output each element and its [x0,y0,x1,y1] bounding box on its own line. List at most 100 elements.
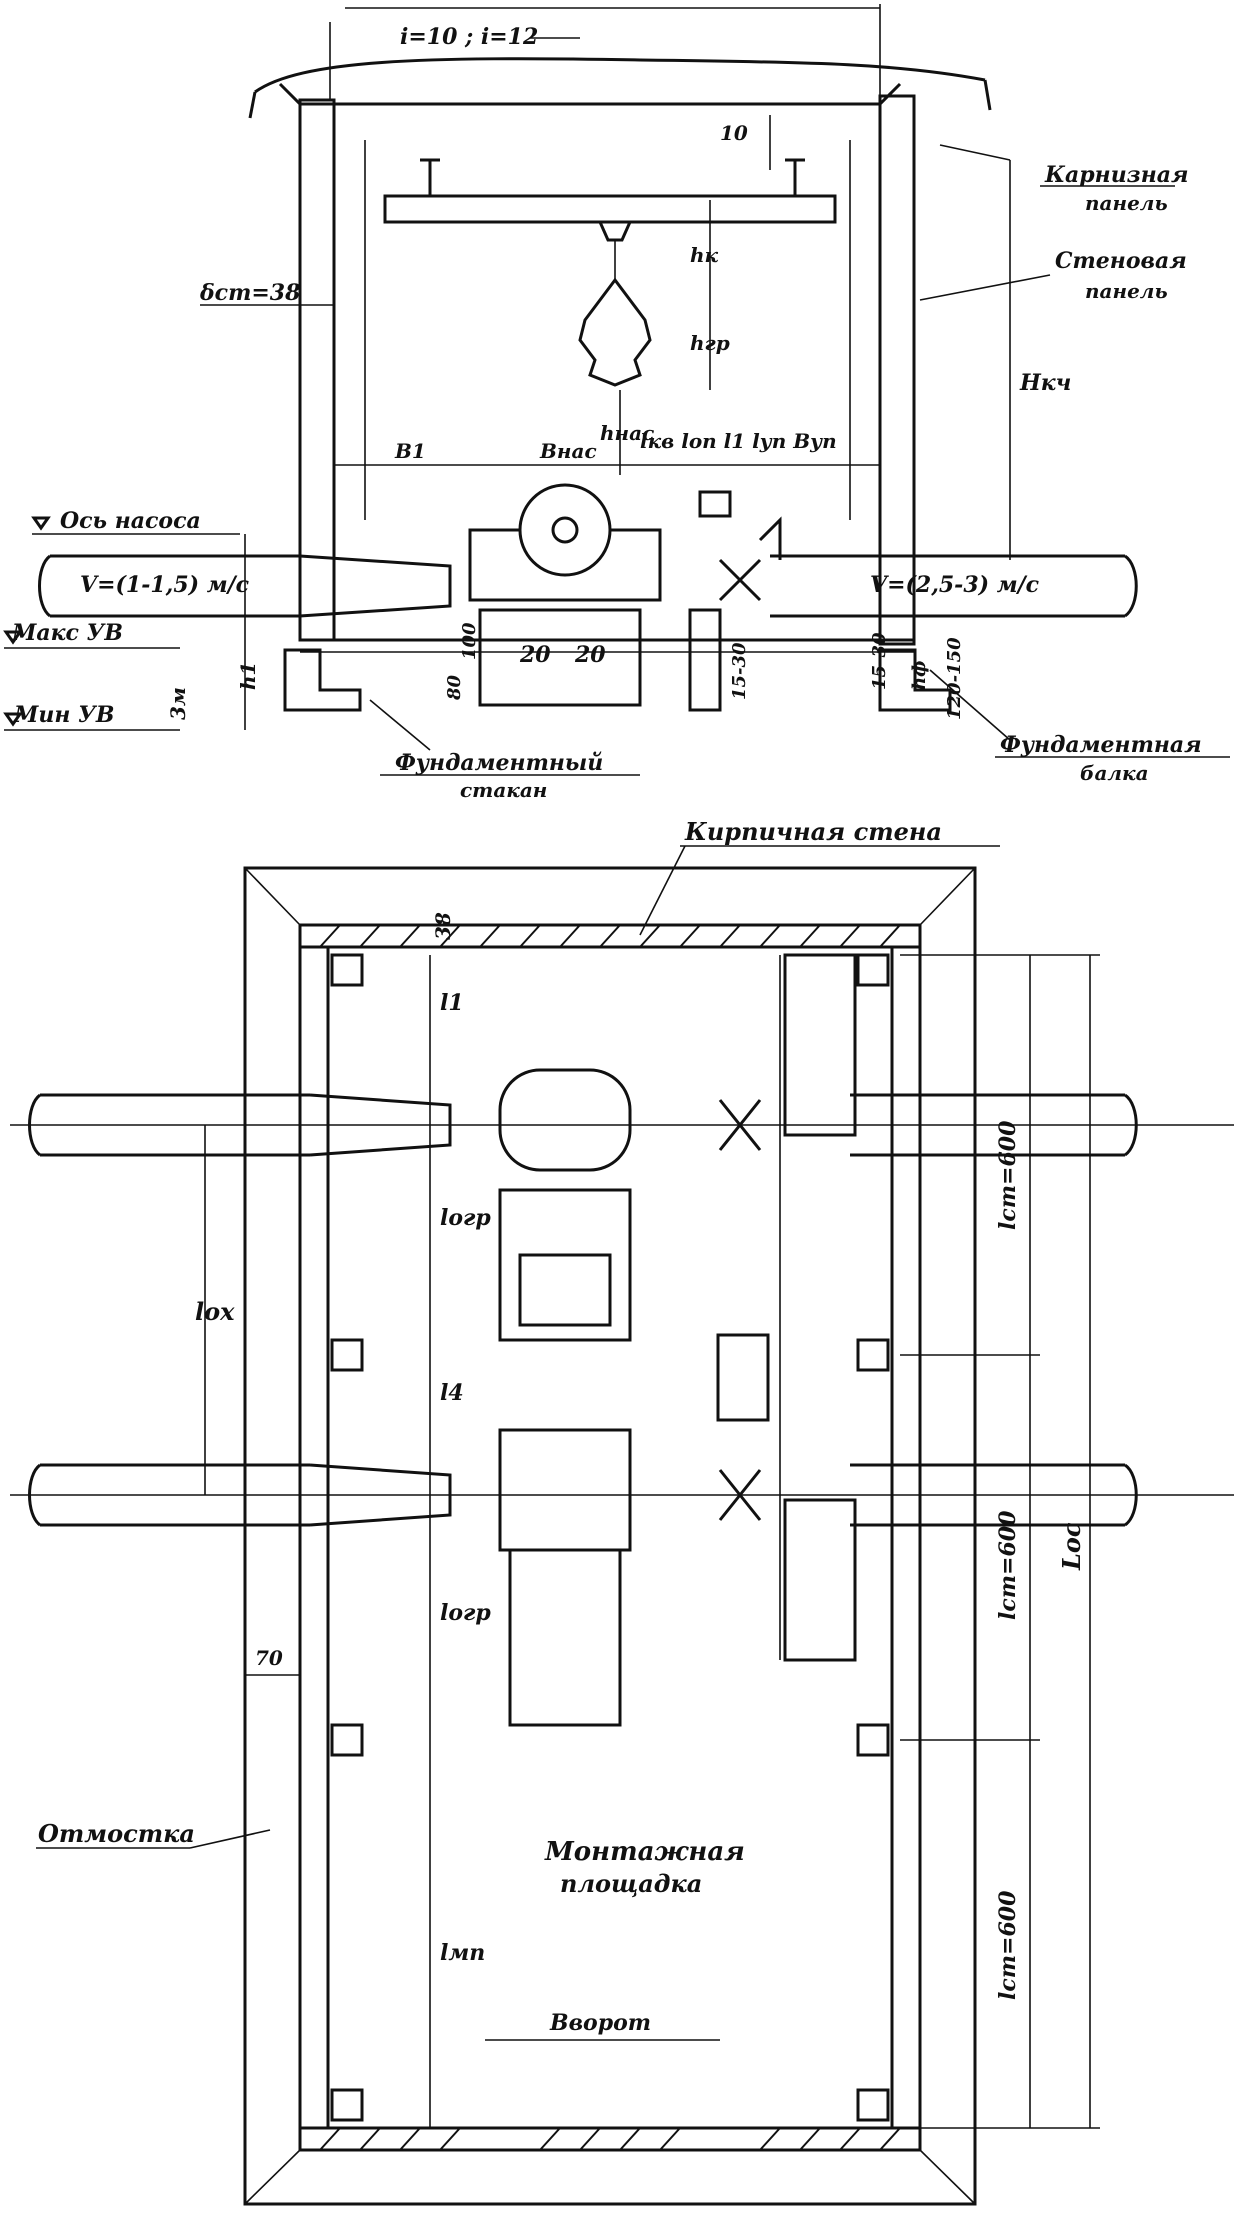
roof-outline [254,57,986,94]
plan-dim-l4: l4 [440,1380,464,1406]
pump-axis-label: Ось насоса [60,508,201,534]
foundation-cup-leader [369,699,431,751]
min-level-label: Мин УВ [13,702,115,728]
cornice-leader [939,144,1011,161]
column-bl [330,2088,364,2122]
brick-wall-bottom [298,2126,922,2152]
blind-corner-bl [244,2149,301,2205]
cornice-label-2: панель [1085,191,1168,215]
brick-wall-top [298,923,922,949]
wall-panel-label-2: панель [1085,279,1168,303]
wall-thickness-label: δст=38 [199,280,300,306]
assembly-area-label-1: Монтажная [544,1837,745,1867]
brick-hatching [319,924,901,2151]
valve-body [718,558,762,602]
hoist-block [597,220,633,242]
dim-pump-h-label: hнас [600,421,654,445]
dim-3m: 3м [166,687,190,720]
wall-panel-left [298,945,330,2130]
pump-lower-base [508,1548,622,1727]
plan-dim-lst2: lст=600 [995,1510,1021,1620]
stair-lower [783,1498,857,1662]
dim-hook-label: hк [690,243,719,267]
blind-corner-tr [919,867,976,926]
roof-eave-left [248,91,257,119]
foundation-beam-leader [929,669,1011,741]
plan-dim-lox: lох [195,1297,235,1326]
blind-corner-tl [244,867,301,926]
crane-rail-left [420,158,440,198]
wall-panel-label-1: Стеновая [1055,248,1187,274]
pump-shaft [551,516,579,544]
velocity-right-label: V=(2,5-3) м/с [870,572,1040,598]
dim-load-label: hгр [690,331,730,355]
dim-b1: B1 [394,439,426,463]
dim-20-b: 20 [574,642,606,668]
column-mr1 [856,1338,890,1372]
motor-upper [518,1253,612,1327]
dim-h1: h1 [236,662,260,690]
dim-beam-label: 10 [720,121,748,145]
column-ml2 [330,1723,364,1757]
pump-frame [468,528,662,602]
roof-slope-label: i=10 ; i=12 [400,24,538,50]
plan-dim-logr2: lогр [440,1600,491,1626]
height-dim-label: Нкч [1019,370,1071,396]
plan-dim-38: 38 [431,912,455,940]
left-footing [283,648,362,712]
crane-rail-right [785,158,805,198]
blind-corner-br [919,2149,976,2205]
right-column [878,94,916,646]
building-outline [298,923,922,2152]
brick-wall-label: Кирпичная стена [684,817,942,846]
roof-eave-right [983,79,992,111]
cornice-label-1: Карнизная [1044,162,1189,188]
pump-casing [518,483,612,577]
pump-upper-base [498,1188,632,1342]
plan-dim-Los: Lос [1057,1522,1086,1571]
suction-reducer [299,554,452,618]
column-tl [330,953,364,987]
pump-axis-marker [31,516,51,531]
right-footing [878,648,952,712]
valve-handle [758,516,782,560]
pump-upper [498,1068,632,1172]
valve-support [688,608,722,712]
dim-widths: lкв lоп l1 lуп Bуп [640,429,837,453]
suction-pipe [38,554,300,618]
plan-dim-logr1: lогр [440,1205,491,1231]
roof-truss [278,82,902,106]
velocity-left-label: V=(1-1,5) м/с [80,572,250,598]
foundation-cup-label-1: Фундаментный [395,750,603,776]
stair-upper [783,953,857,1137]
pump-lower [498,1428,632,1552]
column-mr2 [856,1723,890,1757]
foundation-beam-label-2: балка [1080,761,1149,785]
min-level-marker [3,712,23,727]
plan-dim-l1: l1 [440,990,464,1016]
wall-panel-leader [919,274,1051,301]
dim-20-a: 20 [519,642,551,668]
blind-area-leader [189,1829,271,1849]
max-level-label: Макс УВ [11,620,123,646]
assembly-area-label-2: площадка [560,1869,702,1898]
foundation-beam-label-1: Фундаментная [1000,732,1202,758]
dim-valve-h: 15-30 [729,642,750,700]
dim-120-150: 120-150 [944,637,965,720]
column-br [856,2088,890,2122]
dim-80: 80 [444,674,465,701]
plan-dim-lst1: lст=600 [995,1120,1021,1230]
column-tr [856,953,890,987]
plan-dim-lmp: lмп [440,1940,485,1966]
wall-panel-right [890,945,922,2130]
plan-view: Кирпичная стена Отмостка Монтажная площа… [10,817,1234,2206]
dim-bnas: Bнас [539,439,597,463]
dim-100: 100 [459,622,480,660]
blind-area-outline [243,866,977,2206]
plan-dim-70: 70 [255,1646,283,1670]
plan-dim-bvorot: Bворот [549,2010,651,2036]
load-outline [578,277,652,387]
plan-dim-lst3: lст=600 [995,1890,1021,2000]
blind-area-label: Отмостка [38,1819,195,1848]
